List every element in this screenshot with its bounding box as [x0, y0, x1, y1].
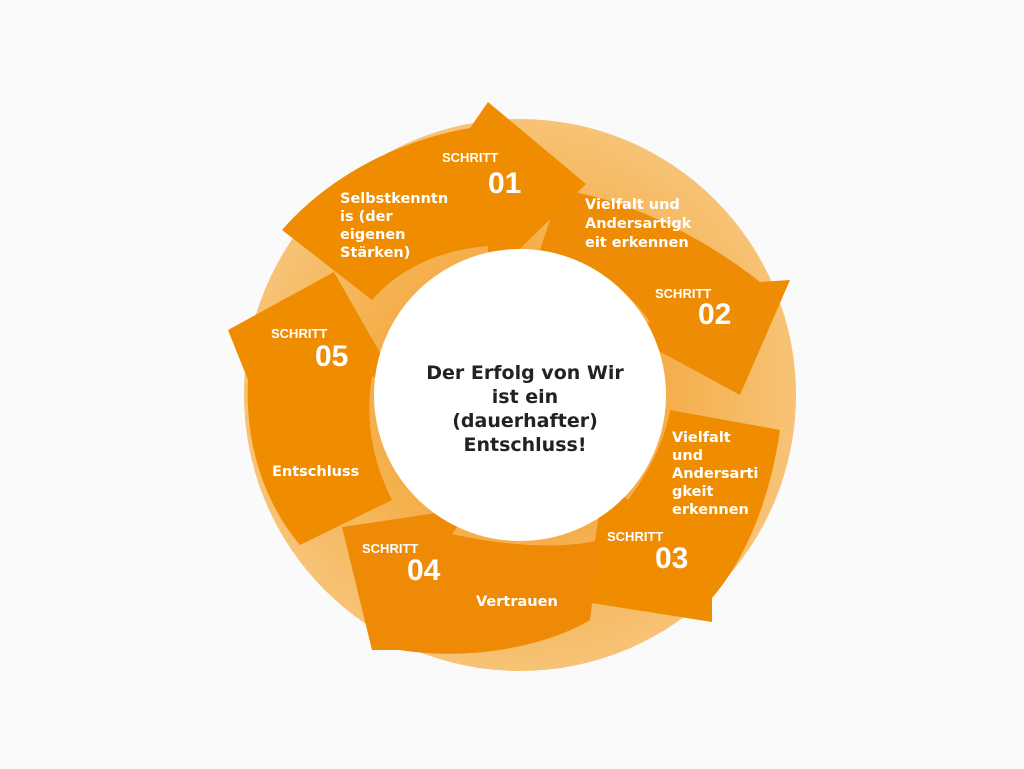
- center-text-line: Entschluss!: [463, 434, 586, 456]
- step-schritt-label: SCHRITT: [655, 286, 711, 301]
- step-text-line: eit erkennen: [585, 235, 689, 251]
- step-text-line: Vertrauen: [476, 594, 558, 610]
- step-text-line: Vielfalt: [672, 430, 731, 446]
- step-schritt-label: SCHRITT: [442, 150, 498, 165]
- step-text-line: gkeit: [672, 484, 713, 500]
- cycle-segments: [228, 102, 790, 654]
- step-text-line: Selbstkenntn: [340, 191, 448, 207]
- step-number: 04: [407, 554, 441, 587]
- step-number: 01: [488, 167, 521, 200]
- step-text-line: Entschluss: [272, 464, 359, 480]
- step-schritt-label: SCHRITT: [362, 541, 418, 556]
- step-schritt-label: SCHRITT: [271, 326, 327, 341]
- step-text-line: Andersarti: [672, 466, 758, 482]
- step-text-line: Vielfalt und: [585, 197, 680, 213]
- step-05-arrow[interactable]: [228, 272, 400, 545]
- center-text-line: ist ein: [492, 386, 558, 408]
- center-circle: [374, 249, 666, 541]
- step-number: 03: [655, 542, 688, 575]
- step-03-arrow[interactable]: [585, 410, 780, 622]
- center-text-line: (dauerhafter): [452, 410, 598, 432]
- step-text-line: is (der: [340, 209, 393, 225]
- step-text-line: Stärken): [340, 245, 410, 261]
- step-04-arrow[interactable]: [342, 508, 600, 654]
- step-02-arrow[interactable]: [540, 190, 790, 395]
- step-text-line: und: [672, 448, 703, 464]
- step-text-line: erkennen: [672, 502, 749, 518]
- step-text-line: Andersartigk: [585, 216, 692, 232]
- center-text-line: Der Erfolg von Wir: [426, 362, 624, 384]
- step-schritt-label: SCHRITT: [607, 529, 663, 544]
- step-number: 02: [698, 298, 731, 331]
- step-text-line: eigenen: [340, 227, 406, 243]
- step-number: 05: [315, 340, 348, 373]
